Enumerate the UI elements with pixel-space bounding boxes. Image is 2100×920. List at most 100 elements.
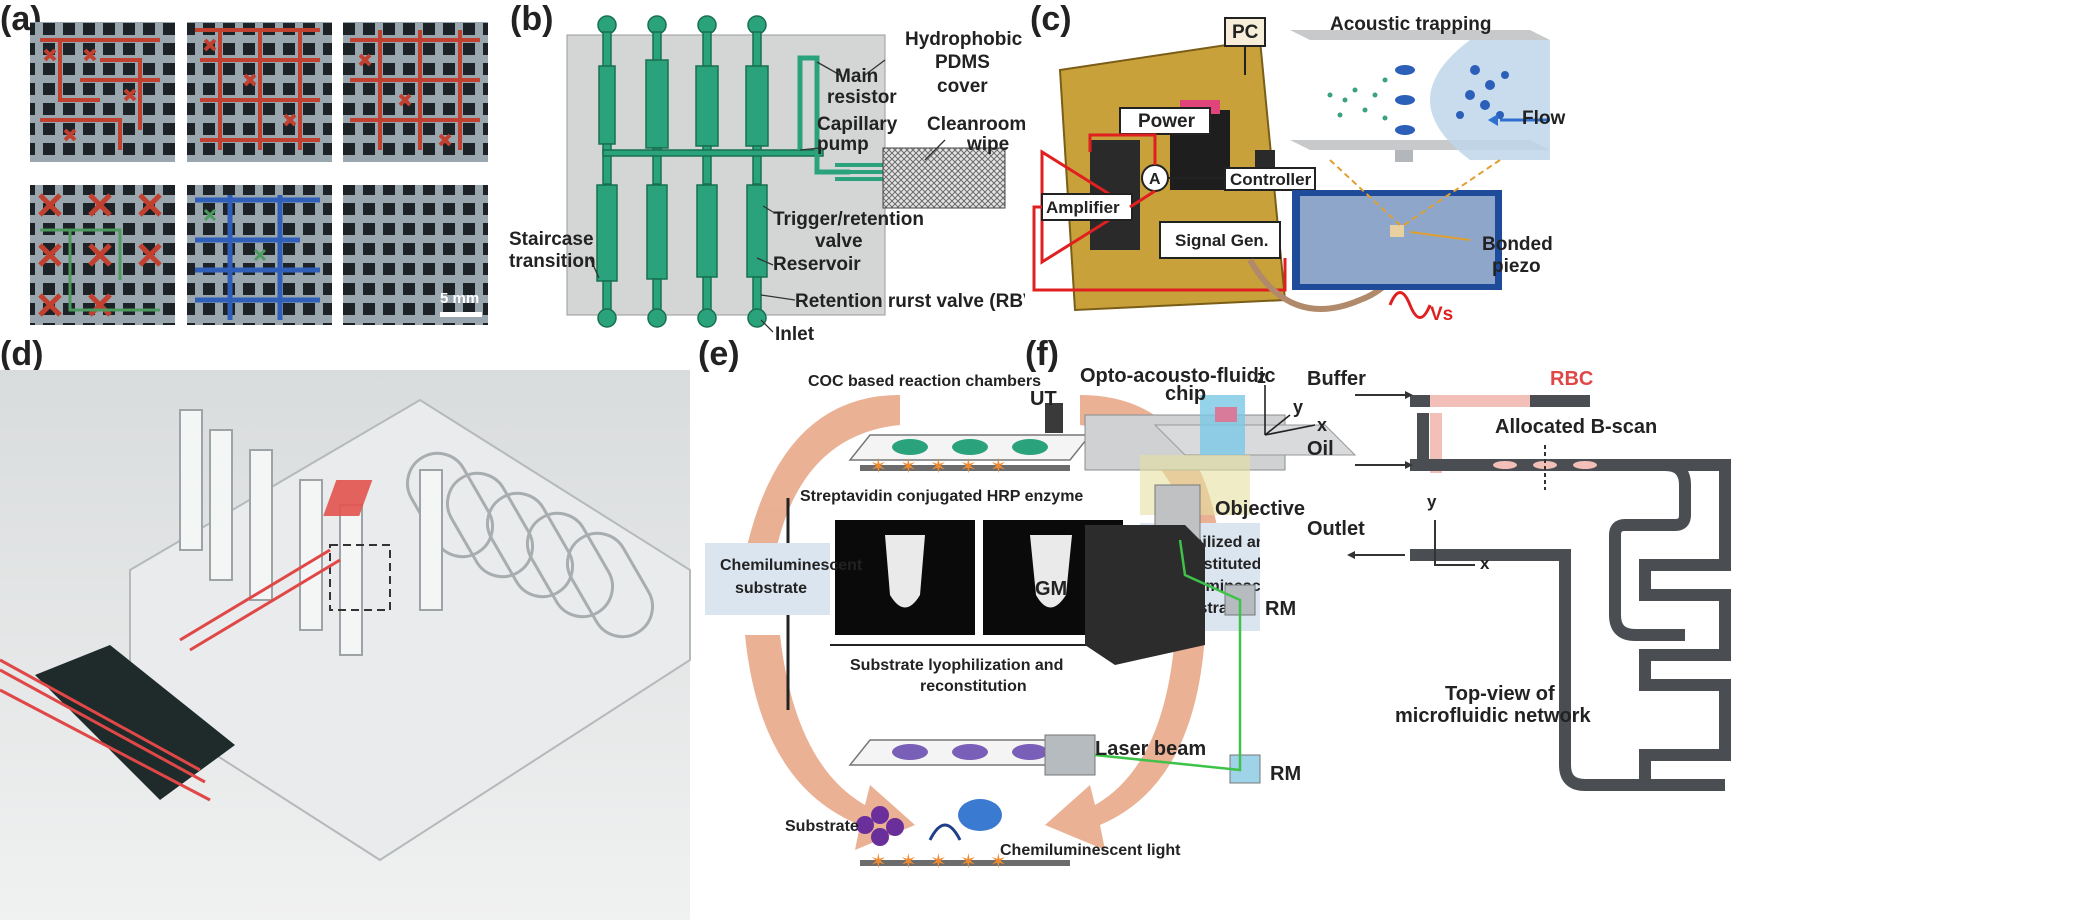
label-substrate: Substrate	[785, 818, 859, 835]
panel-f: Opto-acousto-fluidic chip UT z y x Objec…	[1030, 365, 1731, 791]
label-power: Power	[1138, 111, 1196, 132]
label-opto-2: chip	[1165, 383, 1206, 405]
signal-gen-box	[1159, 221, 1281, 259]
axes-3d	[1264, 385, 1316, 436]
box-chemi-substrate	[705, 543, 830, 615]
microfluidic-network	[1410, 395, 1731, 791]
label-signal-gen: Signal Gen.	[1175, 231, 1269, 250]
label-resistor: resistor	[827, 87, 897, 108]
label-laser: Laser beam	[1095, 738, 1206, 760]
opto-chip	[1200, 395, 1245, 455]
label-rbv: Retention rurst valve (RBV)	[795, 291, 1025, 312]
channel-column-1	[596, 15, 618, 328]
label-valve: valve	[815, 231, 863, 252]
grid-image-3	[343, 22, 488, 162]
label-ut: UT	[1030, 388, 1057, 410]
label-rbc: RBC	[1550, 368, 1593, 390]
panel-a	[30, 22, 488, 325]
label-sub-lyo-1: Substrate lyophilization and	[850, 657, 1063, 674]
svg-text:✶: ✶	[960, 851, 977, 873]
label-cover: cover	[937, 76, 988, 97]
panel-b: Hydrophobic PDMS cover Main resistor Cap…	[509, 15, 1025, 345]
svg-text:✶: ✶	[870, 456, 887, 478]
label-wipe: wipe	[966, 134, 1009, 155]
panel-letter-f: (f)	[1025, 335, 1059, 373]
label-bonded: Bonded	[1482, 234, 1553, 255]
power-box	[1119, 107, 1211, 135]
label-cleanroom: Cleanroom	[927, 114, 1025, 135]
label-transition: transition	[509, 251, 596, 272]
label-amplifier: Amplifier	[1046, 198, 1120, 217]
svg-text:✶: ✶	[990, 456, 1007, 478]
channel-column-4	[745, 15, 769, 328]
light-cloud-icon	[958, 799, 1002, 831]
label-pump: pump	[817, 134, 869, 155]
label-flow: Flow	[1522, 108, 1565, 129]
channel-column-3	[695, 15, 719, 328]
label-capillary: Capillary	[817, 114, 898, 135]
label-gm: GM	[1035, 578, 1067, 600]
grid-image-2	[187, 22, 332, 162]
label-opto-1: Opto-acousto-fluidic	[1080, 365, 1276, 387]
label-x2: x	[1480, 554, 1490, 573]
red-chamber	[323, 480, 373, 516]
label-chemi-substrate-1: Chemiluminescent	[720, 557, 863, 574]
grid-image-1	[30, 22, 175, 162]
label-main: Main	[835, 66, 878, 87]
label-acoustic-trapping: Acoustic trapping	[1330, 14, 1492, 35]
pdms-cover	[566, 34, 886, 316]
scale-bar	[440, 312, 482, 317]
label-z: z	[1257, 367, 1266, 387]
label-rm-2: RM	[1270, 763, 1301, 785]
svg-text:✶: ✶	[930, 456, 947, 478]
label-inlet: Inlet	[775, 324, 815, 345]
svg-text:✶: ✶	[990, 851, 1007, 873]
label-top-2: microfluidic network	[1395, 705, 1591, 727]
label-reservoir: Reservoir	[773, 254, 861, 275]
label-pdms: PDMS	[935, 52, 990, 73]
flow-region	[1430, 40, 1550, 160]
grid-image-6	[343, 185, 488, 325]
label-chemi-substrate-2: substrate	[735, 580, 807, 597]
panel-letter-d: (d)	[0, 335, 44, 373]
label-allocated: Allocated B-scan	[1495, 416, 1657, 438]
label-trigger: Trigger/retention	[773, 209, 924, 230]
tube-highlighted	[299, 479, 323, 631]
svg-text:✶: ✶	[900, 851, 917, 873]
panel-letter-c: (c)	[1030, 0, 1072, 38]
vs-waveform	[1388, 291, 1432, 319]
panel-c: PC Acoustic trapping Power Flow A Contro…	[1032, 14, 1565, 325]
panel-letter-e: (e)	[698, 335, 740, 373]
dashed-roi	[329, 544, 391, 611]
panel-d	[0, 370, 691, 920]
connector-channel	[602, 149, 824, 157]
label-streptavidin: Streptavidin conjugated HRP enzyme	[800, 488, 1083, 505]
grid-image-5	[187, 185, 332, 325]
label-vs: Vs	[1430, 304, 1453, 325]
svg-text:✶: ✶	[900, 456, 917, 478]
svg-text:✶: ✶	[870, 851, 887, 873]
arrow-right-bottom	[1045, 635, 1205, 850]
channel-column-2	[645, 15, 669, 328]
label-rm-1: RM	[1265, 598, 1296, 620]
grid-image-4	[30, 185, 175, 325]
scale-bar-label: 5 mm	[440, 290, 480, 307]
label-x: x	[1317, 415, 1327, 435]
cleanroom-wipe	[882, 147, 1006, 209]
label-buffer: Buffer	[1307, 368, 1366, 390]
label-a: A	[1149, 171, 1161, 188]
label-y: y	[1293, 397, 1303, 417]
label-controller: Controller	[1230, 170, 1312, 189]
label-coc: COC based reaction chambers	[808, 373, 1041, 390]
label-outlet: Outlet	[1307, 518, 1365, 540]
label-y2: y	[1427, 492, 1437, 511]
label-piezo: piezo	[1492, 256, 1541, 277]
label-pc: PC	[1232, 22, 1259, 43]
panel-letter-b: (b)	[510, 0, 554, 38]
main-resistor-channel	[797, 55, 850, 175]
label-oil: Oil	[1307, 438, 1334, 460]
label-top-1: Top-view of	[1445, 683, 1555, 705]
label-objective: Objective	[1215, 498, 1305, 520]
label-sub-lyo-2: reconstitution	[920, 678, 1027, 695]
svg-text:✶: ✶	[930, 851, 947, 873]
